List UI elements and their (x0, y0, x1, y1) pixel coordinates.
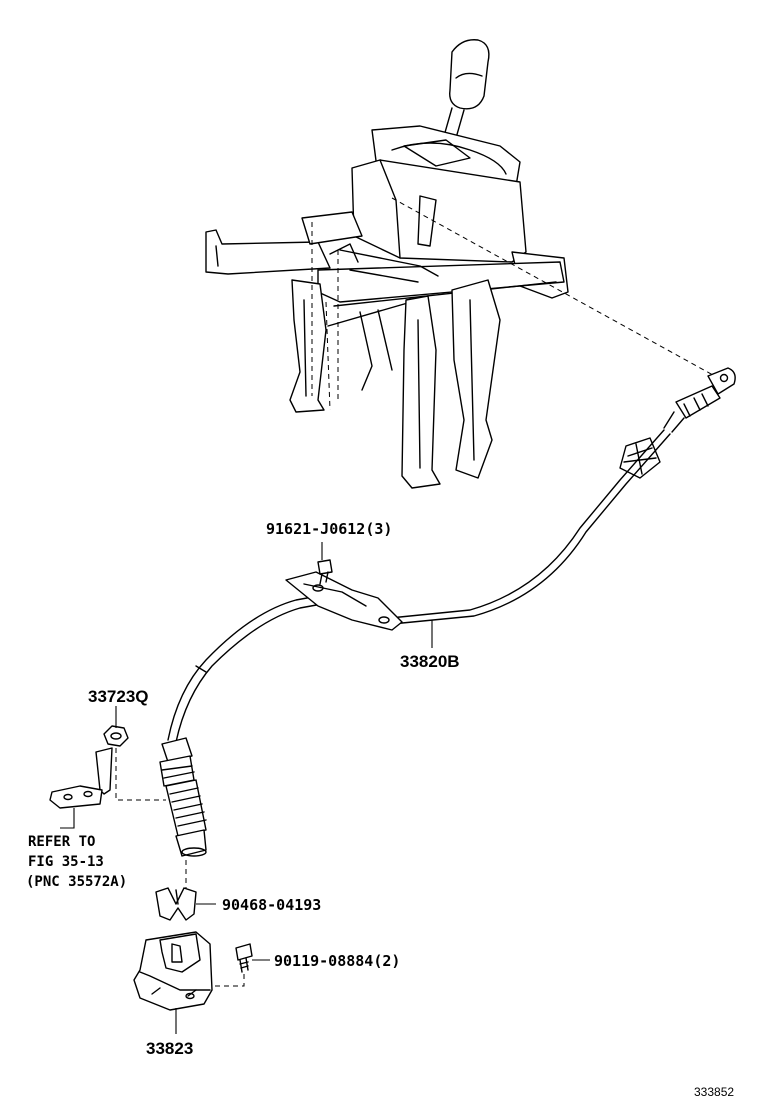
bracket-bolt-part (235, 943, 253, 973)
leader-reference (60, 808, 75, 829)
callout-nut: 33723Q (88, 687, 149, 706)
figure-number: 333852 (694, 1085, 734, 1099)
shift-cable (159, 367, 736, 857)
reference-note-line3: (PNC 35572A) (26, 874, 127, 890)
shift-lever-assembly (205, 39, 569, 489)
callout-shift-cable: 33820B (400, 652, 460, 671)
retainer-part (133, 931, 213, 1011)
reference-note-line2: FIG 35-13 (28, 854, 104, 870)
callout-clip: 90468-04193 (222, 896, 321, 914)
reference-note-line1: REFER TO (28, 834, 95, 850)
nut-part (103, 725, 129, 747)
clip-part (155, 887, 197, 921)
callout-retainer: 33823 (146, 1039, 193, 1058)
alignment-line-bolt (212, 974, 245, 987)
reference-bracket (49, 747, 113, 809)
alignment-line-nut (115, 748, 166, 801)
callout-bolt-cable-bracket: 91621-J0612(3) (266, 520, 392, 538)
callout-bracket-bolt: 90119-08884(2) (274, 952, 400, 970)
bolt-cable-bracket-part (317, 559, 333, 585)
